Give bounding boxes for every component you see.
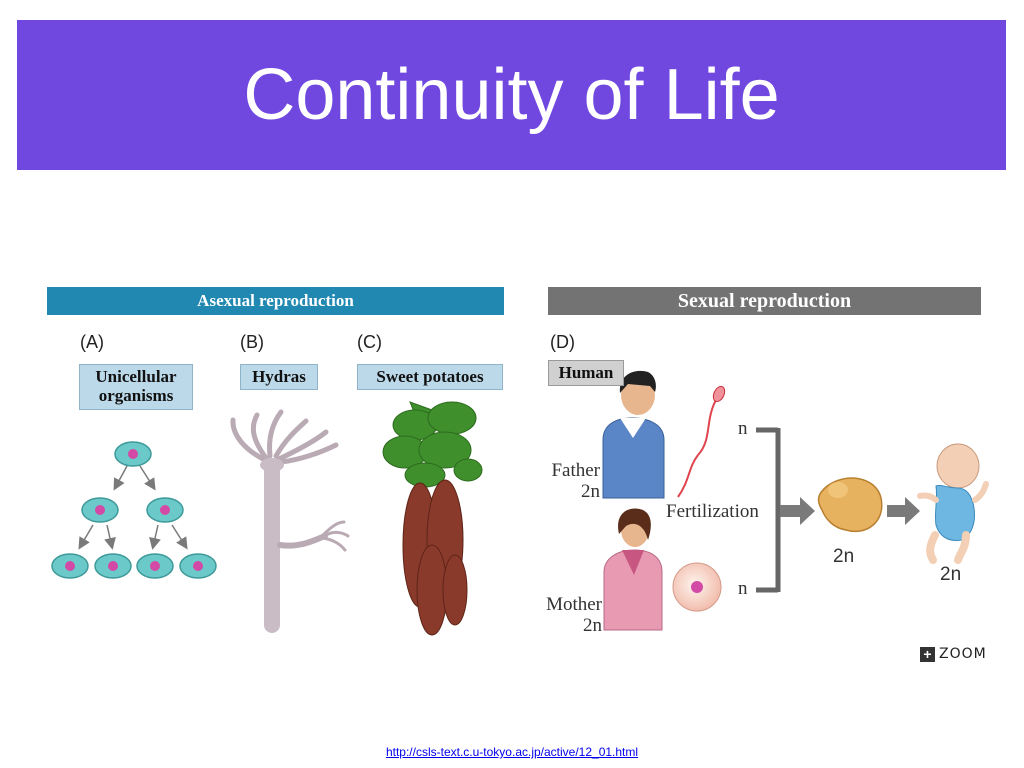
egg-ploidy: n	[738, 578, 748, 599]
title-bar: Continuity of Life	[17, 20, 1006, 170]
panel-a-letter: (A)	[80, 332, 104, 352]
embryo-ploidy: 2n	[833, 546, 855, 567]
sweet-potato-icon	[382, 401, 483, 636]
hydra-icon	[230, 409, 350, 633]
slide-title: Continuity of Life	[243, 55, 780, 135]
baby-ploidy: 2n	[940, 564, 962, 585]
unicellular-organisms-label: Unicellular organisms	[79, 364, 193, 410]
father-ploidy: 2n	[581, 481, 600, 502]
fertilization-label: Fertilization	[666, 501, 759, 522]
panel-b-letter: (B)	[240, 332, 264, 352]
mother-label: Mother 2n	[542, 594, 602, 636]
father-icon	[602, 370, 665, 499]
sexual-reproduction-banner: Sexual reproduction	[548, 287, 981, 315]
baby-icon	[917, 443, 989, 564]
cell-division-icon	[51, 441, 217, 579]
unicellular-label-line1: Unicellular	[95, 367, 177, 386]
asexual-reproduction-banner: Asexual reproduction	[47, 287, 504, 315]
human-label: Human	[548, 360, 624, 386]
embryo-icon	[817, 477, 883, 533]
mother-icon	[603, 508, 663, 631]
father-text: Father	[551, 460, 600, 481]
panel-d-letter: (D)	[550, 332, 575, 352]
zoom-button[interactable]: + ZOOM	[920, 646, 987, 662]
hydras-label: Hydras	[240, 364, 318, 390]
mother-text: Mother	[546, 594, 602, 615]
mother-ploidy: 2n	[583, 615, 602, 636]
panel-c-letter: (C)	[357, 332, 382, 352]
egg-icon	[672, 562, 722, 612]
plus-icon: +	[920, 646, 935, 662]
zoom-label: ZOOM	[939, 646, 987, 662]
arrow-right-icon	[780, 497, 815, 525]
sweet-potatoes-label: Sweet potatoes	[357, 364, 503, 390]
source-link-container: http://csls-text.c.u-tokyo.ac.jp/active/…	[0, 745, 1024, 759]
unicellular-label-line2: organisms	[98, 386, 174, 405]
sperm-ploidy: n	[738, 418, 748, 439]
arrow-right-icon-2	[887, 497, 920, 525]
sperm-icon	[677, 385, 726, 498]
fertilization-bracket	[756, 427, 781, 593]
source-link[interactable]: http://csls-text.c.u-tokyo.ac.jp/active/…	[385, 745, 639, 759]
hydra-head-icon	[260, 458, 284, 472]
father-label: Father 2n	[544, 460, 600, 502]
